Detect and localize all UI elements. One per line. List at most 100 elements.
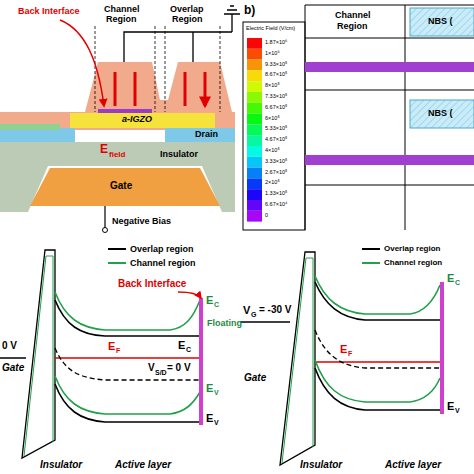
figure-label: G xyxy=(251,311,256,319)
figure-label: 0 xyxy=(265,212,268,218)
colorbar-step xyxy=(247,211,262,222)
back-interface-arrow xyxy=(178,292,201,298)
figure-label: 9.33×10⁵ xyxy=(265,61,287,67)
figure-label: 5.33×10⁵ xyxy=(265,125,287,131)
ev-line xyxy=(55,376,200,414)
insulator-outline xyxy=(282,258,313,463)
legend-line xyxy=(362,259,380,267)
figure-label: E xyxy=(206,294,213,307)
figure-label: C xyxy=(186,346,191,354)
field-simulation xyxy=(243,5,474,230)
figure-label: Back Interface xyxy=(118,278,186,290)
figure-label: Gate xyxy=(244,372,266,384)
back-interface-bar xyxy=(440,282,444,414)
legend-text: Overlap region xyxy=(384,244,440,253)
figure-label: Insulator xyxy=(160,149,198,159)
table-lines xyxy=(305,5,474,230)
figure-label: 1.33×10⁵ xyxy=(265,190,287,196)
legend-line xyxy=(108,245,126,253)
colorbar-step xyxy=(247,157,262,168)
colorbar-step xyxy=(247,135,262,146)
figure-label: 4.67×10⁵ xyxy=(265,136,287,142)
figure-label: E xyxy=(108,340,115,353)
passivation-layer xyxy=(0,62,235,130)
figure-label: 2.67×10⁵ xyxy=(265,169,287,175)
legend-item: Channel region xyxy=(362,258,442,267)
figure-label: E xyxy=(206,412,213,425)
field-bar xyxy=(305,155,474,165)
gate-level xyxy=(0,357,26,359)
gate-level xyxy=(240,321,290,323)
legend-line xyxy=(108,259,126,267)
colorbar-step xyxy=(247,38,262,49)
figure-label: Channel xyxy=(104,4,140,14)
figure-label: C xyxy=(455,279,460,287)
region-dividers xyxy=(95,26,220,112)
colorbar-step xyxy=(247,189,262,200)
back-interface-bar xyxy=(98,109,152,113)
colorbar-step xyxy=(247,49,262,60)
figure-label: 7.33×10⁵ xyxy=(265,93,287,99)
figure-label: Gate xyxy=(2,362,24,374)
figure-label: b) xyxy=(244,4,255,18)
colorbar-step xyxy=(247,124,262,135)
figure-label: Negative Bias xyxy=(112,216,171,226)
figure-label: 8.67×10⁵ xyxy=(265,71,287,77)
insulator-layer xyxy=(0,142,235,212)
figure-label: 6.67×10⁵ xyxy=(265,104,287,110)
back-interface-arrow xyxy=(60,20,104,106)
figure-label: 3.33×10⁵ xyxy=(265,158,287,164)
ev-line xyxy=(315,360,440,402)
efield-arrows xyxy=(115,72,205,106)
drain-layer xyxy=(165,128,235,142)
colorbar-step xyxy=(247,200,262,211)
figure-label: = -30 V xyxy=(259,304,292,316)
ground-wire xyxy=(124,6,240,62)
figure-label: V xyxy=(214,419,219,427)
colorbar-step xyxy=(247,103,262,114)
figure-label: Region xyxy=(337,21,368,31)
figure-label: Region xyxy=(106,14,137,24)
colorbar-frame xyxy=(243,22,305,230)
insulator-outline xyxy=(22,250,55,458)
figure-label: S/D xyxy=(155,369,167,377)
insulator-outline xyxy=(280,252,315,465)
figure-label: NBS ( xyxy=(428,16,453,26)
figure-label: field xyxy=(109,150,125,159)
ei-line xyxy=(315,330,440,368)
figure-label: 6×10⁵ xyxy=(265,115,280,121)
figure-label: 8×10⁵ xyxy=(265,82,280,88)
colorbar-step xyxy=(247,146,262,157)
band-diagram-c xyxy=(0,250,203,458)
ef-line xyxy=(315,361,440,363)
ef-line xyxy=(55,357,200,359)
colorbar xyxy=(247,38,262,222)
colorbar-step xyxy=(247,92,262,103)
figure-label: F xyxy=(116,347,120,355)
ec-line xyxy=(55,292,200,330)
colorbar-step xyxy=(247,60,262,71)
gate-wire xyxy=(104,206,105,228)
figure-label: Insulator xyxy=(300,459,342,471)
colorbar-step xyxy=(247,168,262,179)
insulator-outline xyxy=(24,256,53,456)
figure-label: V xyxy=(243,304,250,317)
figure-label: E xyxy=(340,343,347,356)
figure-label: Drain xyxy=(195,129,218,139)
figure-label: V xyxy=(148,362,155,374)
band-diagram-d xyxy=(240,252,444,465)
figure-label: E xyxy=(206,382,213,395)
figure-label: 2×10⁵ xyxy=(265,179,280,185)
figure-label: 4×10⁵ xyxy=(265,147,280,153)
gate-electrode xyxy=(30,168,220,206)
a-igzo-layer xyxy=(70,113,215,128)
figure-label: Back Interface xyxy=(18,6,80,16)
colorbar-step xyxy=(247,81,262,92)
figure-label: V xyxy=(214,389,219,397)
figure-label: E xyxy=(100,143,108,157)
figure-label: Insulator xyxy=(40,459,82,471)
legend-line xyxy=(362,245,380,253)
figure-label: Floating xyxy=(207,318,242,328)
